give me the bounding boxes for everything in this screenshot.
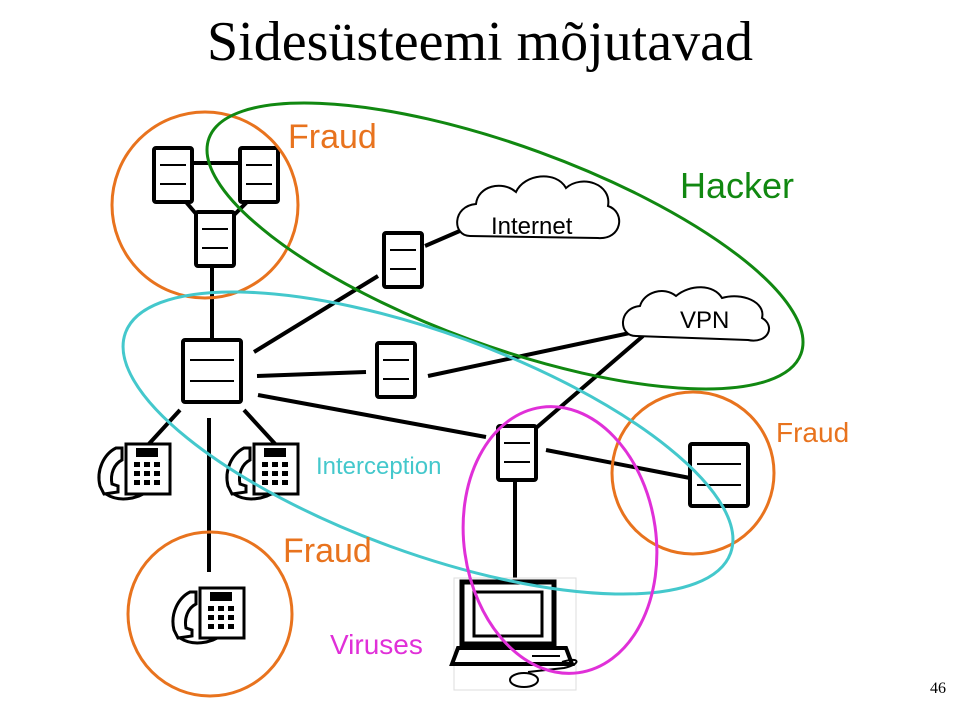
viruses-ellipse — [461, 405, 659, 675]
server-icon — [181, 338, 243, 404]
hacker-ellipse — [205, 101, 805, 391]
server-icon — [375, 341, 417, 399]
fraud-circle-right — [610, 390, 776, 556]
fraud-circle-top — [110, 110, 300, 300]
fraud-circle-bottom — [126, 530, 294, 698]
hacker-label: Hacker — [680, 165, 794, 206]
telephone-icon — [225, 442, 300, 501]
interception-ellipse — [121, 290, 735, 596]
vpn-cloud-icon — [622, 286, 770, 342]
fraud-label-top: Fraud — [288, 118, 377, 156]
viruses-label: Viruses — [330, 629, 423, 660]
telephone-icon — [97, 442, 172, 501]
vpn-label: VPN — [680, 307, 729, 334]
page-number: 46 — [930, 680, 946, 697]
interception-label: Interception — [316, 453, 441, 480]
server-icon — [238, 146, 280, 204]
server-icon — [194, 210, 236, 268]
slide-title: Sidesüsteemi mõjutavad — [207, 11, 753, 73]
fraud-label-bottom: Fraud — [283, 532, 372, 570]
telephone-icon — [171, 586, 246, 645]
fraud-label-right: Fraud — [776, 417, 849, 448]
server-icon — [152, 146, 194, 204]
internet-cloud-icon — [456, 175, 621, 240]
server-icon — [382, 231, 424, 289]
server-icon — [496, 424, 538, 482]
internet-label: Internet — [491, 213, 573, 240]
